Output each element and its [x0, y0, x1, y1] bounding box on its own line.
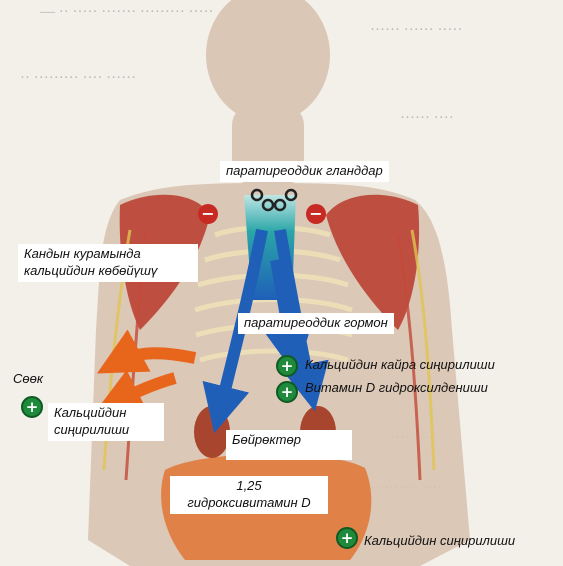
label-bone: Сөөк [13, 371, 43, 388]
label-calcium-absorption-intestine: Кальцийдин сиңирилиши [364, 533, 515, 550]
label-parathyroid-hormone: паратиреоддик гормон [238, 313, 394, 334]
minus-symbol: − [201, 204, 214, 223]
minus-sign-right: − [306, 204, 326, 224]
plus-sign-bone: + [21, 396, 43, 418]
label-calcium-reabsorption: Кальцийдин кайра сиңирилиши [305, 357, 495, 374]
minus-sign-left: − [198, 204, 218, 224]
minus-symbol: − [309, 204, 322, 223]
plus-sign-reabsorption: + [276, 355, 298, 377]
label-hydroxyvitamin-d-number: 1,25 [176, 478, 322, 495]
label-hydroxyvitamin-d: 1,25 гидроксивитамин D [170, 476, 328, 514]
label-vitamin-d-hydroxylation: Витамин D гидроксилдениши [305, 380, 488, 397]
label-calcium-absorption-bone: Кальцийдин сиңирилиши [48, 403, 164, 441]
label-calcium-increase: Кандын курамында кальцийдин көбөйүшү [18, 244, 198, 282]
plus-sign-vitamin-d: + [276, 381, 298, 403]
left-kidney [194, 406, 230, 458]
label-parathyroid-glands: паратиреоддик гланддар [220, 161, 389, 182]
plus-sign-intestine: + [336, 527, 358, 549]
label-hydroxyvitamin-d-name: гидроксивитамин D [176, 495, 322, 512]
label-kidneys: Бөйрөктөр [226, 430, 352, 460]
